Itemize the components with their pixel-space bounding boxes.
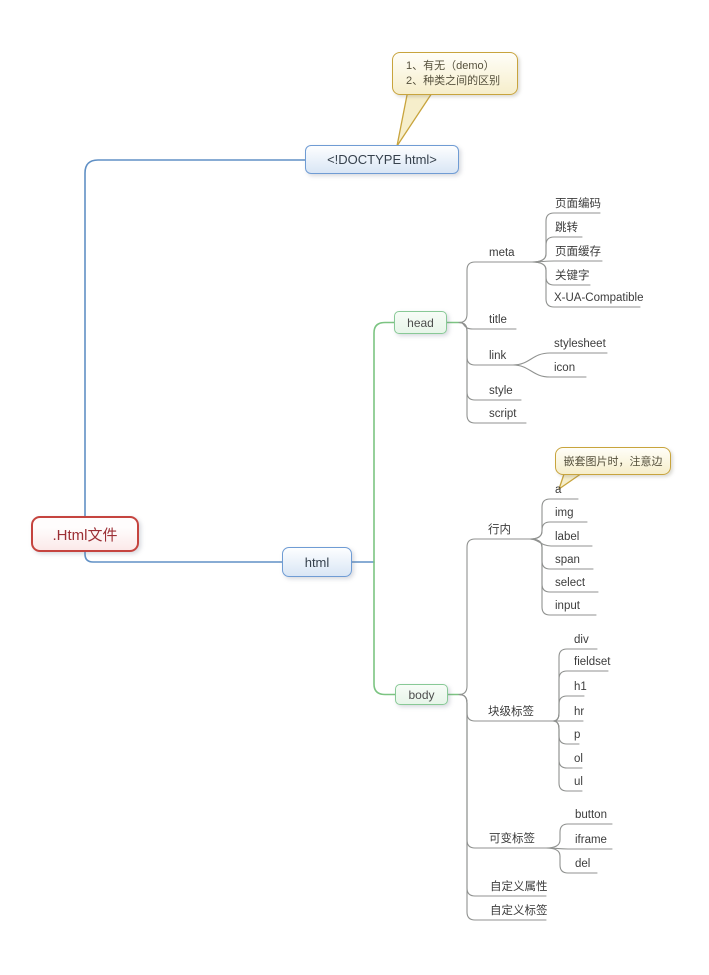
- node-button[interactable]: button: [575, 809, 607, 821]
- node-meta[interactable]: meta: [489, 247, 515, 259]
- green-connectors: [373, 321, 462, 696]
- node-link-icon[interactable]: icon: [554, 362, 576, 374]
- node-iframe[interactable]: iframe: [575, 834, 607, 846]
- node-hr[interactable]: hr: [574, 706, 585, 718]
- node-meta-redirect[interactable]: 跳转: [555, 222, 578, 234]
- node-link-stylesheet[interactable]: stylesheet: [554, 338, 606, 350]
- callout-doctype-note-line2: 2、种类之间的区别: [406, 75, 501, 87]
- blue-connectors: [84, 159, 375, 563]
- gray-branches: [458, 212, 641, 921]
- node-a[interactable]: a: [555, 484, 562, 496]
- node-h1[interactable]: h1: [574, 681, 587, 693]
- node-script[interactable]: script: [489, 408, 517, 420]
- node-title[interactable]: title: [489, 314, 507, 326]
- node-ul[interactable]: ul: [574, 776, 583, 788]
- node-fieldset[interactable]: fieldset: [574, 656, 611, 668]
- node-block-tags[interactable]: 块级标签: [488, 706, 534, 718]
- node-meta-xua[interactable]: X-UA-Compatible: [554, 292, 644, 304]
- node-mutable-tags[interactable]: 可变标签: [489, 833, 535, 845]
- node-div[interactable]: div: [574, 634, 589, 646]
- node-input[interactable]: input: [555, 600, 580, 612]
- node-meta-keywords[interactable]: 关键字: [555, 270, 590, 282]
- node-img[interactable]: img: [555, 507, 574, 519]
- node-inline-tags[interactable]: 行内: [488, 524, 511, 536]
- node-root[interactable]: .Html文件: [31, 516, 139, 552]
- node-doctype[interactable]: <!DOCTYPE html>: [305, 145, 459, 174]
- node-html[interactable]: html: [282, 547, 352, 577]
- node-meta-charset[interactable]: 页面编码: [555, 198, 601, 210]
- node-link[interactable]: link: [489, 350, 507, 362]
- node-head[interactable]: head: [394, 311, 447, 334]
- node-custom-attr[interactable]: 自定义属性: [490, 881, 548, 893]
- node-ol[interactable]: ol: [574, 753, 583, 765]
- node-custom-tag[interactable]: 自定义标签: [490, 905, 548, 917]
- node-body[interactable]: body: [395, 684, 448, 705]
- node-span[interactable]: span: [555, 554, 580, 566]
- node-label[interactable]: label: [555, 531, 580, 543]
- node-meta-cache[interactable]: 页面缓存: [555, 246, 601, 258]
- node-del[interactable]: del: [575, 858, 591, 870]
- node-select[interactable]: select: [555, 577, 586, 589]
- node-p[interactable]: p: [574, 729, 581, 741]
- callout-doctype-note-line1: 1、有无（demo）: [406, 60, 495, 72]
- node-style[interactable]: style: [489, 385, 513, 397]
- callout-doctype-note[interactable]: 1、有无（demo） 2、种类之间的区别: [392, 52, 518, 95]
- callout-inline-a-note[interactable]: 嵌套图片时，注意边: [555, 447, 671, 475]
